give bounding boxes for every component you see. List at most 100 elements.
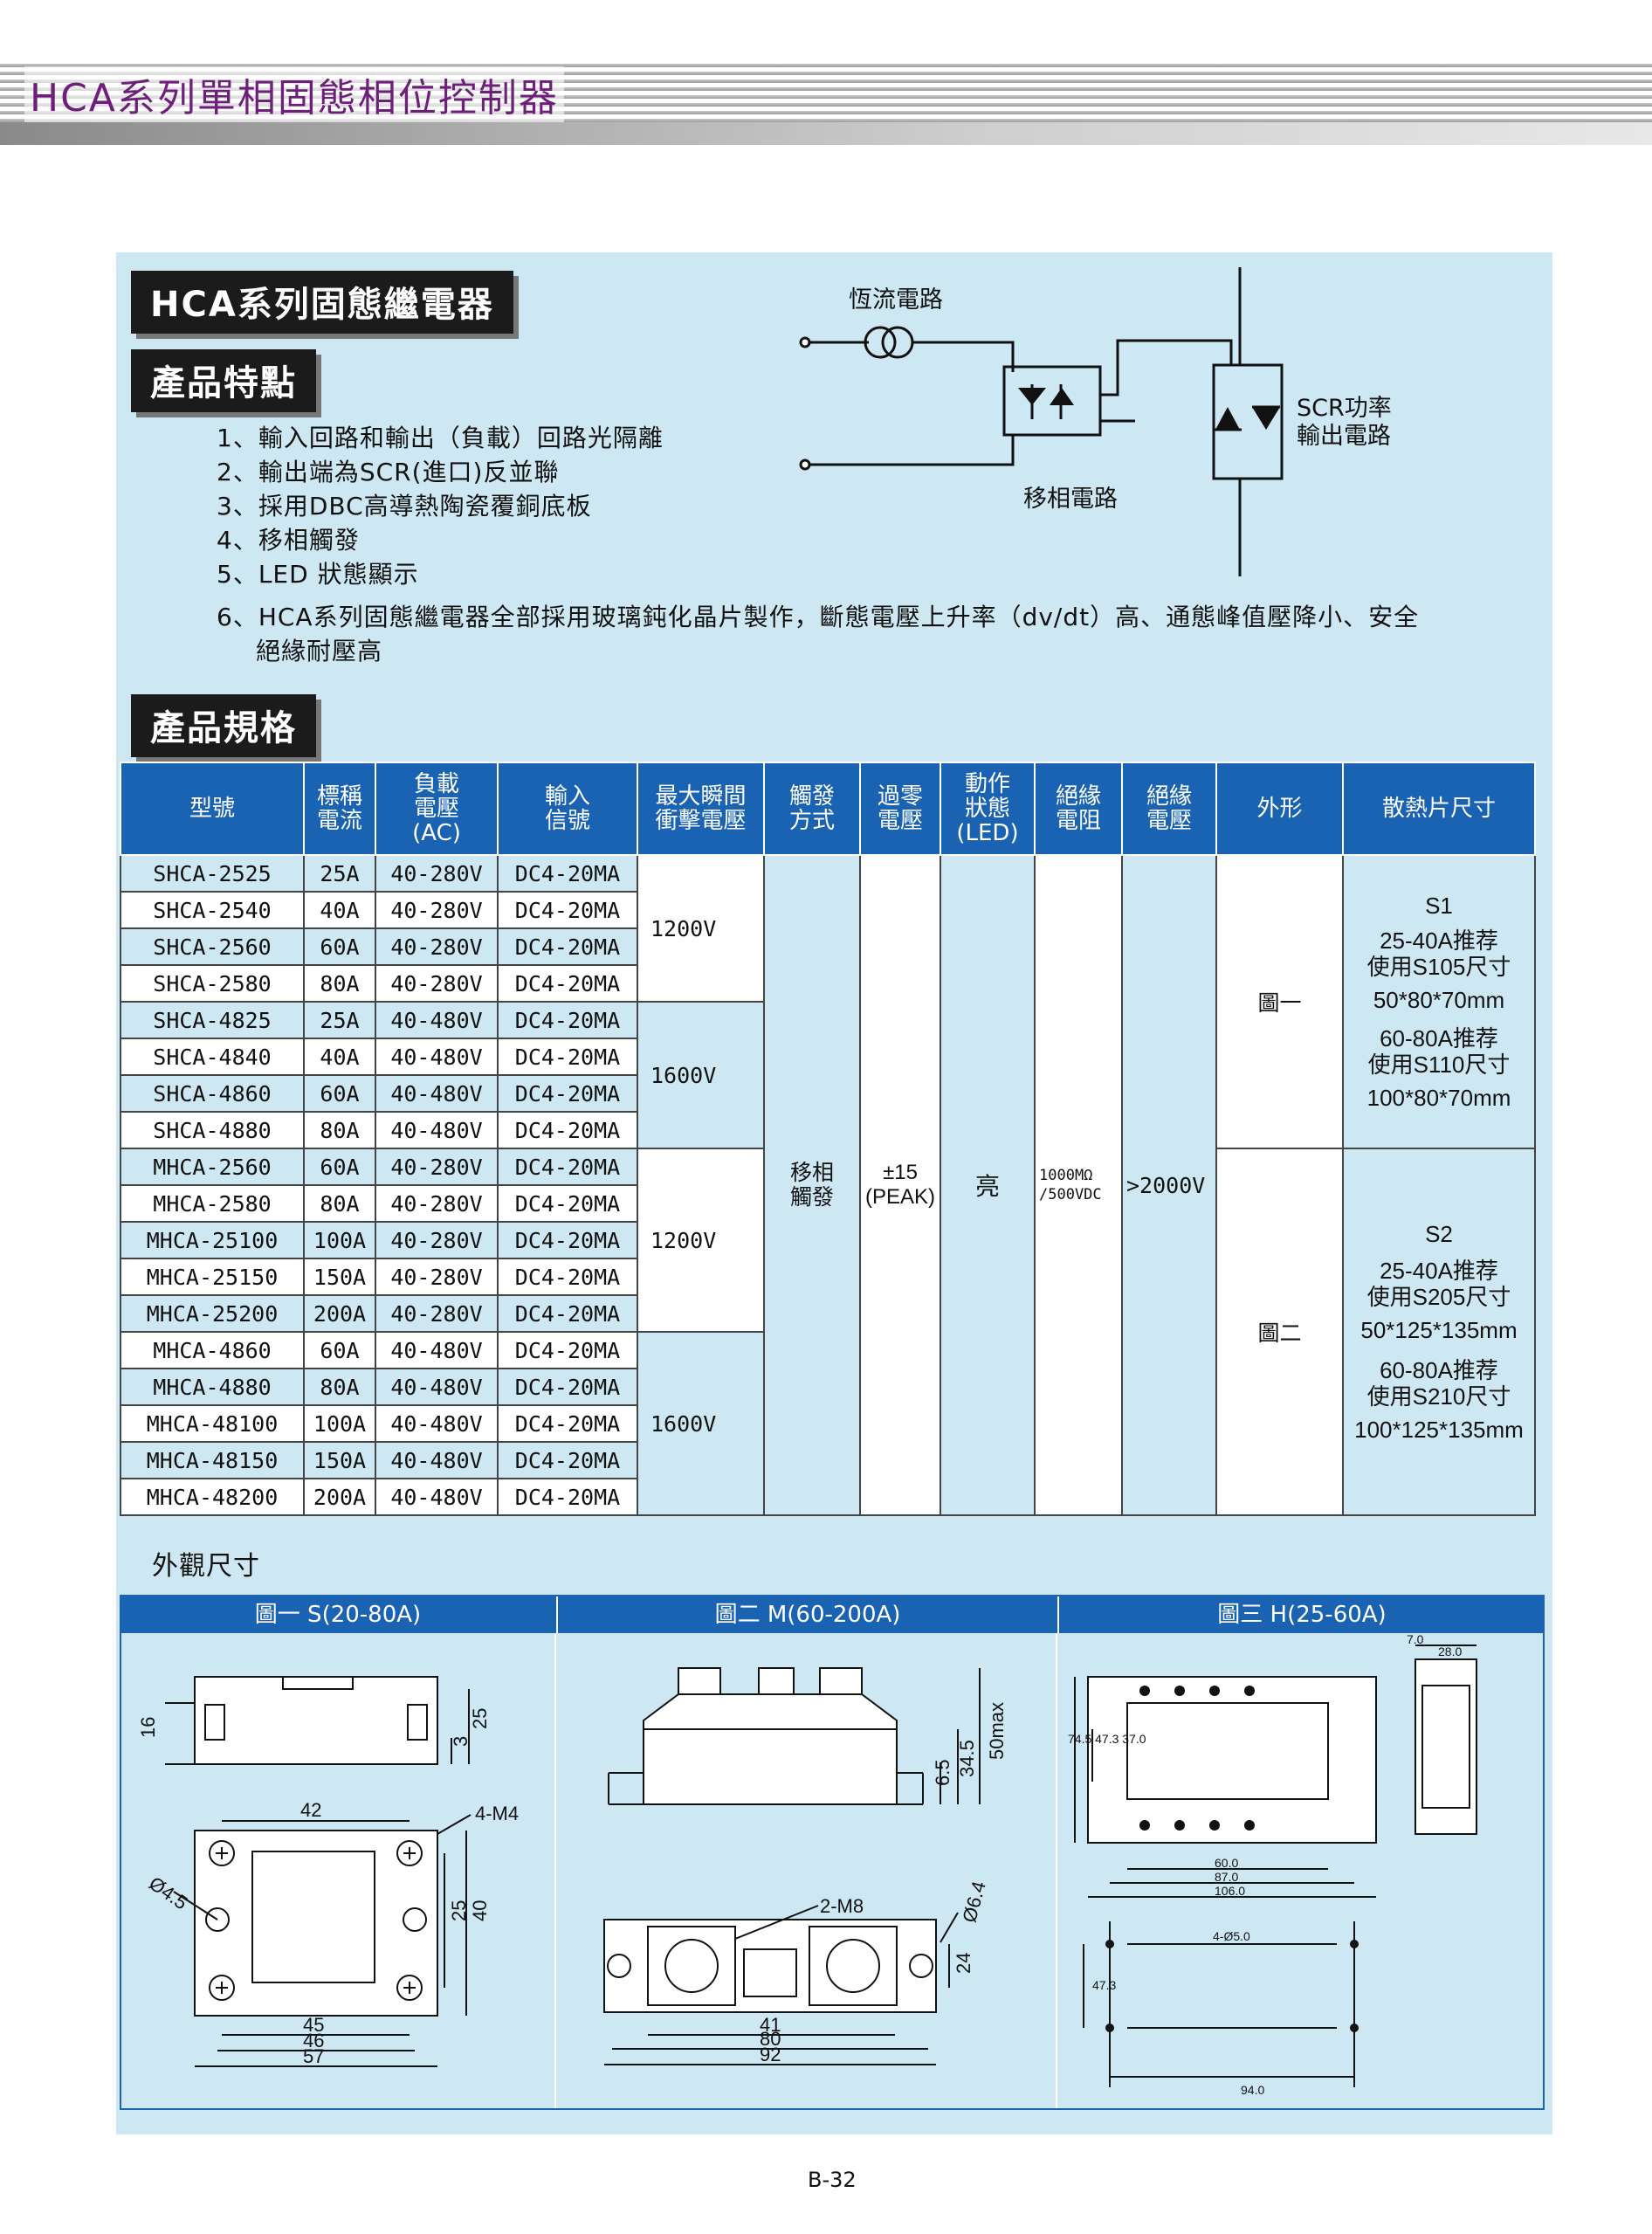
cell-model: MHCA-25150 [120,1258,305,1296]
th-surge: 最大瞬間衝擊電壓 [637,762,765,856]
fig3-dim-87: 87.0 [1215,1870,1238,1884]
cell-surge: 1600V [637,1331,765,1516]
cell-load-voltage: 40-480V [375,1404,499,1443]
cell-load-voltage: 40-480V [375,1478,499,1516]
cell-input-signal: DC4-20MA [497,1368,638,1406]
dims-tab-fig1: 圖一 S(20-80A) [254,1602,422,1628]
page-number: B-32 [808,2168,857,2192]
cell-model: MHCA-4880 [120,1368,305,1406]
cell-load-voltage: 40-280V [375,854,499,893]
feature-item: 6、HCA系列固態繼電器全部採用玻璃鈍化晶片製作，斷態電壓上升率（dv/dt）高… [217,603,1420,631]
cell-current: 80A [303,1184,376,1223]
cell-load-voltage: 40-280V [375,1184,499,1223]
cell-model: MHCA-25100 [120,1221,305,1259]
cell-status: 亮 [940,854,1036,1516]
cell-current: 60A [303,927,376,966]
cell-load-voltage: 40-480V [375,1331,499,1369]
cell-load-voltage: 40-480V [375,1368,499,1406]
dims-tab-fig3: 圖三 H(25-60A) [1057,1596,1545,1633]
th-shape: 外形 [1215,762,1344,856]
cell-load-voltage: 40-280V [375,1294,499,1333]
fig3-dim-left: 74.5 47.3 37.0 [1068,1732,1146,1746]
cell-load-voltage: 40-280V [375,1221,499,1259]
cell-current: 100A [303,1221,376,1259]
label-phase-shift: 移相電路 [1023,486,1118,513]
cell-shape-1: 圖一 [1215,854,1344,1149]
cell-input-signal: DC4-20MA [497,1294,638,1333]
cell-trigger: 移相觸發 [763,854,861,1516]
fig2-dim-34-5: 34.5 [956,1740,978,1777]
cell-input-signal: DC4-20MA [497,964,638,1003]
cell-current: 25A [303,1001,376,1039]
cell-load-voltage: 40-280V [375,964,499,1003]
fig3-dim-106: 106.0 [1215,1884,1245,1898]
fig1-dim-m4: 4-M4 [475,1803,519,1824]
cell-zero: ±15(PEAK) [859,854,941,1516]
cell-input-signal: DC4-20MA [497,927,638,966]
page-title: HCA系列單相固態相位控制器 [24,66,564,122]
th-ins-res: 絕緣電阻 [1034,762,1123,856]
cell-input-signal: DC4-20MA [497,891,638,929]
label-constant-current: 恆流電路 [849,286,943,314]
cell-load-voltage: 40-280V [375,891,499,929]
cell-load-voltage: 40-280V [375,1148,499,1186]
fig3-dim-28: 28.0 [1438,1644,1462,1658]
feature-item: 4、移相觸發 [217,526,360,555]
th-input: 輸入信號 [497,762,638,856]
fig3-dim-47-3: 47.3 [1092,1978,1116,1992]
circuit-diagram: 恆流電路 移相電路 SCR功率 輸出電路 [799,267,1392,576]
cell-model: SHCA-4880 [120,1111,305,1149]
fig1-dim-25: 25 [469,1708,491,1729]
fig3-dim-60: 60.0 [1215,1856,1238,1870]
th-heatsink: 散熱片尺寸 [1342,762,1536,856]
spec-table: 型號 標稱電流 負載電壓(AC) 輸入信號 最大瞬間衝擊電壓 觸發方式 過零電壓… [120,762,1536,1516]
cell-model: SHCA-2525 [120,854,305,893]
cell-input-signal: DC4-20MA [497,1258,638,1296]
cell-input-signal: DC4-20MA [497,1331,638,1369]
cell-input-signal: DC4-20MA [497,1404,638,1443]
cell-model: MHCA-25200 [120,1294,305,1333]
th-ins-volt: 絕緣電壓 [1121,762,1217,856]
cell-current: 200A [303,1294,376,1333]
fig1-dim-42: 42 [300,1799,321,1821]
fig1-dim-45: 45 [303,2014,324,2036]
fig2-dim-92: 92 [760,2044,781,2065]
fig2-dim-24: 24 [953,1953,974,1974]
fig2-dim-50max: 50max [986,1702,1008,1760]
fig1-dim-46: 46 [303,2030,324,2051]
cell-model: SHCA-2560 [120,927,305,966]
cell-input-signal: DC4-20MA [497,1441,638,1479]
feature-item: 3、採用DBC高導熱陶瓷覆銅底板 [217,492,592,521]
cell-current: 150A [303,1441,376,1479]
fig2-dim-phi: Ø6.4 [958,1879,989,1925]
fig3-dim-holes: 4-Ø5.0 [1213,1929,1250,1943]
cell-load-voltage: 40-480V [375,1001,499,1039]
cell-current: 60A [303,1074,376,1113]
feature-item: 1、輸入回路和輸出（負載）回路光隔離 [217,424,664,452]
cell-ins-res: 1000MΩ/500VDC [1034,854,1123,1516]
cell-input-signal: DC4-20MA [497,1184,638,1223]
feature-item: 2、輸出端為SCR(進口)反並聯 [217,458,560,486]
cell-model: MHCA-4860 [120,1331,305,1369]
cell-model: SHCA-2580 [120,964,305,1003]
cell-current: 60A [303,1331,376,1369]
label-scr-line2: 輸出電路 [1297,423,1391,450]
section-head-features: 產品特點 [131,349,316,412]
cell-input-signal: DC4-20MA [497,1001,638,1039]
fig2-dim-m8: 2-M8 [820,1895,864,1917]
section-head-specs: 產品規格 [131,694,316,757]
fig1-dim-v40: 40 [469,1900,491,1921]
dims-panel: 圖一 S(20-80A) 圖二 M(60-200A) 圖三 H(25-60A) [120,1595,1545,2110]
cell-input-signal: DC4-20MA [497,854,638,893]
